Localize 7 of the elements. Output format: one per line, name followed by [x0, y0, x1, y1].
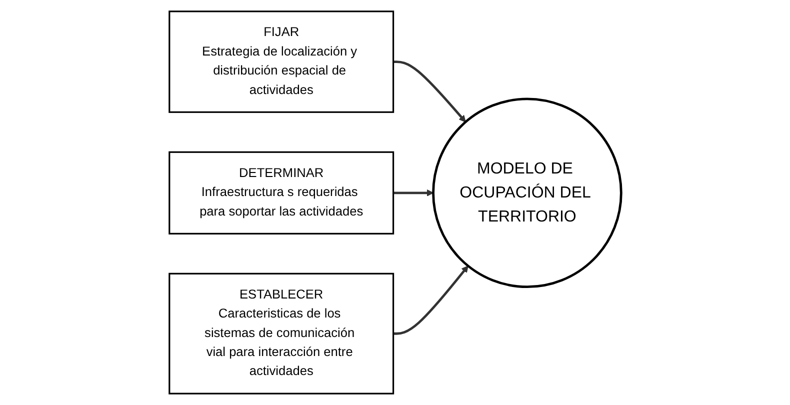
- node-box: DETERMINAR Infraestructura s requeridas para soportar las actividades: [168, 151, 394, 234]
- node-circle: MODELO DE OCUPACIÓN DEL TERRITORIO: [432, 98, 622, 288]
- arrow: [393, 60, 466, 122]
- arrow: [393, 266, 468, 335]
- node-box: ESTABLECER Caracteristicas de los sistemas de comunicación vial para interacción entre actividades: [168, 272, 394, 394]
- arrow: [393, 189, 434, 196]
- node-box: FIJAR Estrategia de localización y distribución espacial de actividades: [168, 10, 394, 113]
